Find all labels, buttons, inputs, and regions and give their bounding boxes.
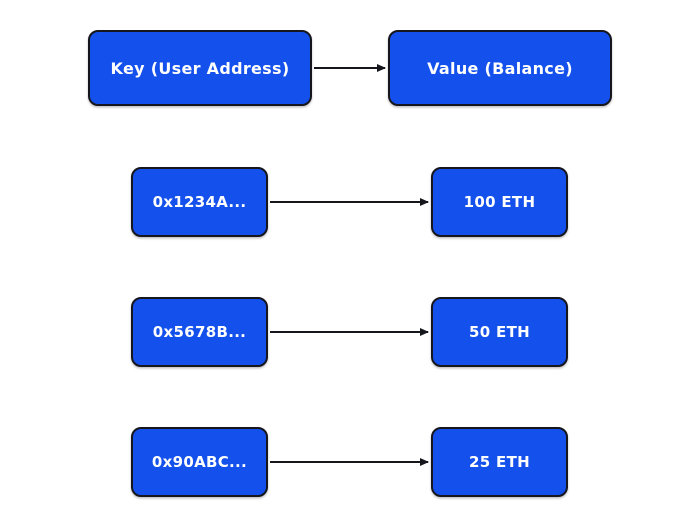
value-header-box: Value (Balance) xyxy=(388,30,612,106)
balance-box-1: 100 ETH xyxy=(431,167,568,237)
address-label: 0x1234A... xyxy=(152,193,247,211)
address-box-3: 0x90ABC... xyxy=(131,427,268,497)
address-label: 0x90ABC... xyxy=(151,453,248,471)
address-box-2: 0x5678B... xyxy=(131,297,268,367)
balance-box-3: 25 ETH xyxy=(431,427,568,497)
balance-label: 25 ETH xyxy=(469,453,530,471)
balance-label: 100 ETH xyxy=(463,193,536,211)
balance-label: 50 ETH xyxy=(469,323,530,341)
address-label: 0x5678B... xyxy=(152,323,247,341)
value-header-label: Value (Balance) xyxy=(427,58,573,78)
key-header-box: Key (User Address) xyxy=(88,30,312,106)
balance-box-2: 50 ETH xyxy=(431,297,568,367)
address-box-1: 0x1234A... xyxy=(131,167,268,237)
key-header-label: Key (User Address) xyxy=(110,58,290,78)
